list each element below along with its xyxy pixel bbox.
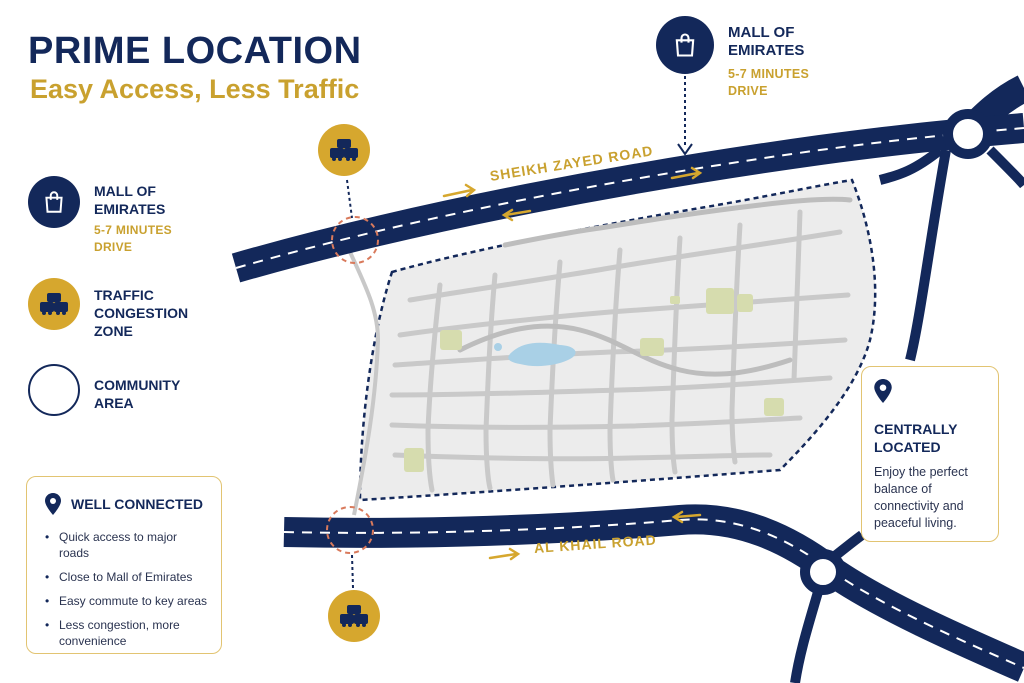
page-title: PRIME LOCATION: [28, 30, 362, 72]
legend-traffic-icon-badge: [28, 278, 80, 330]
list-item: Less congestion, more convenience: [45, 617, 209, 649]
traffic-arrows: [442, 166, 703, 561]
centrally-located-body: Enjoy the perfect balance of connectivit…: [874, 465, 968, 530]
roundabout-bottom: [800, 549, 846, 595]
well-connected-title: WELL CONNECTED: [71, 496, 203, 512]
list-item: Close to Mall of Emirates: [45, 569, 209, 585]
shopping-bag-icon: [675, 33, 695, 57]
legend-community-circle: [28, 364, 80, 416]
cars-icon: [330, 139, 358, 161]
legend-mall-icon-badge: [28, 176, 80, 228]
well-connected-list: Quick access to major roads Close to Mal…: [45, 529, 209, 649]
congestion-ring-bottom: [326, 506, 374, 554]
congestion-ring-top: [331, 216, 379, 264]
list-item: Easy commute to key areas: [45, 593, 209, 609]
location-pin-icon: [874, 379, 892, 403]
cars-icon: [40, 293, 68, 315]
access-road: [348, 251, 381, 516]
well-connected-panel: WELL CONNECTED Quick access to major roa…: [26, 476, 222, 654]
parks: [404, 288, 784, 472]
sheikh-zayed-road: [231, 113, 1024, 283]
location-pin-icon: [45, 493, 61, 515]
traffic-marker-bottom: [328, 590, 380, 642]
roundabout-top: [943, 109, 993, 159]
community-streets: [389, 196, 853, 493]
mall-callout-icon-badge: [656, 16, 714, 74]
traffic-marker-top: [318, 124, 370, 176]
cars-icon: [340, 605, 368, 627]
shopping-bag-icon: [45, 191, 63, 213]
page-subtitle: Easy Access, Less Traffic: [30, 74, 360, 104]
lake: [508, 342, 576, 367]
list-item: Quick access to major roads: [45, 529, 209, 561]
